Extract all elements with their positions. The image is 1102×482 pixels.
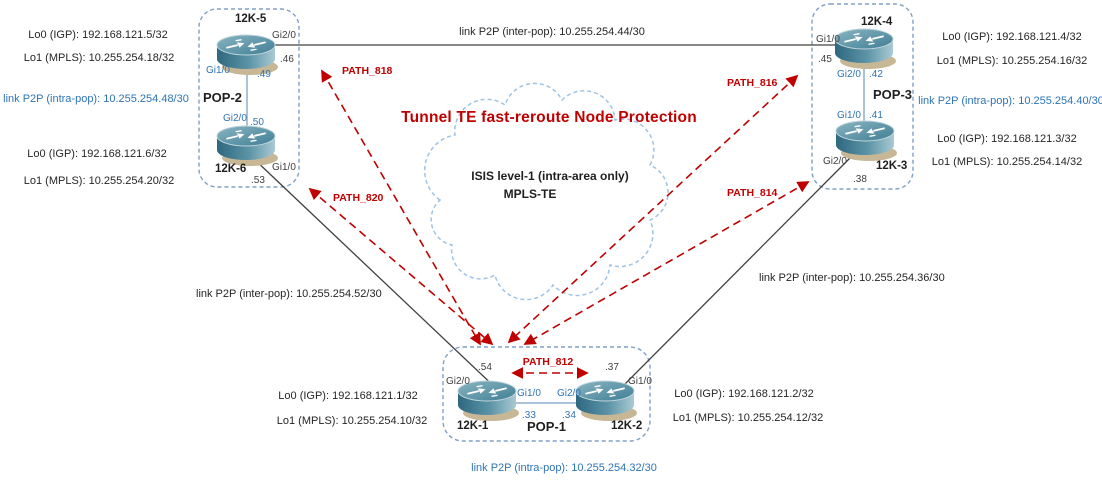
ip-12k6-50: .50 — [250, 117, 264, 128]
lo1-12k3: Lo1 (MPLS): 10.255.254.14/32 — [931, 156, 1083, 168]
label-link-pop2-intra: link P2P (intra-pop): 10.255.254.48/30 — [3, 93, 189, 105]
ip-12k2-37: .37 — [605, 362, 619, 373]
lo0-12k1: Lo0 (IGP): 192.168.121.1/32 — [278, 390, 418, 402]
if-12k1-gi10: Gi1/0 — [517, 388, 541, 399]
if-12k2-gi20: Gi2/0 — [557, 388, 581, 399]
pop1-label: POP-1 — [527, 419, 567, 434]
if-12k2-gi10: Gi1/0 — [628, 376, 652, 387]
ip-12k4-45: .45 — [818, 54, 832, 65]
ip-12k1-54: .54 — [478, 362, 492, 373]
te-path-814-arrow — [523, 181, 810, 345]
label-link-pop1-intra: link P2P (intra-pop): 10.255.254.32/30 — [471, 462, 657, 474]
lo1-12k4: Lo1 (MPLS): 10.255.254.16/32 — [936, 55, 1088, 67]
if-12k4-gi20: Gi2/0 — [837, 69, 861, 80]
lo0-12k4: Lo0 (IGP): 192.168.121.4/32 — [942, 31, 1082, 43]
lo1-12k6: Lo1 (MPLS): 10.255.254.20/32 — [23, 175, 175, 187]
lo1-12k1: Lo1 (MPLS): 10.255.254.10/32 — [276, 415, 428, 427]
cloud-text-mpls: MPLS-TE — [503, 187, 557, 201]
pop3-label: POP-3 — [873, 87, 913, 102]
lo0-12k2: Lo0 (IGP): 192.168.121.2/32 — [674, 388, 814, 400]
path-812-label: PATH_812 — [522, 356, 574, 368]
router-name-12k2: 12K-2 — [611, 420, 643, 432]
ip-12k5-46: .46 — [280, 54, 294, 65]
lo0-12k3: Lo0 (IGP): 192.168.121.3/32 — [937, 133, 1077, 145]
router-icon-12k2 — [575, 380, 638, 422]
label-link-pop3-intra: link P2P (intra-pop): 10.255.254.40/30 — [918, 95, 1102, 107]
cloud-text-isis: ISIS level-1 (intra-area only) — [471, 169, 629, 183]
if-12k3-gi10: Gi1/0 — [837, 110, 861, 121]
router-name-12k5: 12K-5 — [235, 13, 267, 25]
pop3-boundary — [811, 3, 914, 190]
ip-12k3-41: .41 — [869, 110, 883, 121]
router-icon-12k3 — [835, 120, 898, 162]
ip-12k1-33: .33 — [522, 410, 536, 421]
lo0-12k6: Lo0 (IGP): 192.168.121.6/32 — [27, 148, 167, 160]
path-814-label: PATH_814 — [727, 187, 778, 199]
router-name-12k1: 12K-1 — [457, 420, 489, 432]
path-820-label: PATH_820 — [333, 192, 384, 204]
if-12k4-gi10: Gi1/0 — [816, 34, 840, 45]
router-icon-12k6 — [216, 125, 279, 167]
label-link-top-inter: link P2P (inter-pop): 10.255.254.44/30 — [459, 26, 645, 38]
if-12k1-gi20: Gi2/0 — [446, 376, 470, 387]
te-path-820-arrow — [308, 187, 494, 346]
if-12k6-gi20: Gi2/0 — [223, 113, 247, 124]
ip-12k5-49: .49 — [257, 69, 271, 80]
ip-12k2-34: .34 — [562, 410, 576, 421]
router-icon-12k4 — [834, 28, 897, 70]
path-818-label: PATH_818 — [342, 65, 393, 77]
ip-12k6-53: .53 — [251, 175, 265, 186]
router-icon-12k1 — [457, 380, 520, 422]
ip-12k4-42: .42 — [869, 69, 883, 80]
label-link-right-inter: link P2P (inter-pop): 10.255.254.36/30 — [759, 272, 945, 284]
if-12k6-gi10: Gi1/0 — [272, 162, 296, 173]
label-link-left-inter: link P2P (inter-pop): 10.255.254.52/30 — [196, 288, 382, 300]
pop2-boundary — [198, 8, 300, 188]
router-name-12k3: 12K-3 — [876, 160, 908, 172]
if-12k5-gi10: Gi1/0 — [206, 65, 230, 76]
diagram-title: Tunnel TE fast-reroute Node Protection — [401, 109, 697, 126]
if-12k5-gi20: Gi2/0 — [272, 30, 296, 41]
pop2-label: POP-2 — [203, 90, 243, 105]
lo1-12k2: Lo1 (MPLS): 10.255.254.12/32 — [672, 412, 824, 424]
router-name-12k4: 12K-4 — [861, 16, 893, 28]
lo0-12k5: Lo0 (IGP): 192.168.121.5/32 — [28, 29, 168, 41]
path-816-label: PATH_816 — [727, 77, 778, 89]
router-name-12k6: 12K-6 — [215, 163, 247, 175]
if-12k3-gi20: Gi2/0 — [823, 156, 847, 167]
lo1-12k5: Lo1 (MPLS): 10.255.254.18/32 — [23, 52, 175, 64]
pop1-boundary — [442, 346, 651, 442]
ip-12k3-38: .38 — [853, 174, 867, 185]
